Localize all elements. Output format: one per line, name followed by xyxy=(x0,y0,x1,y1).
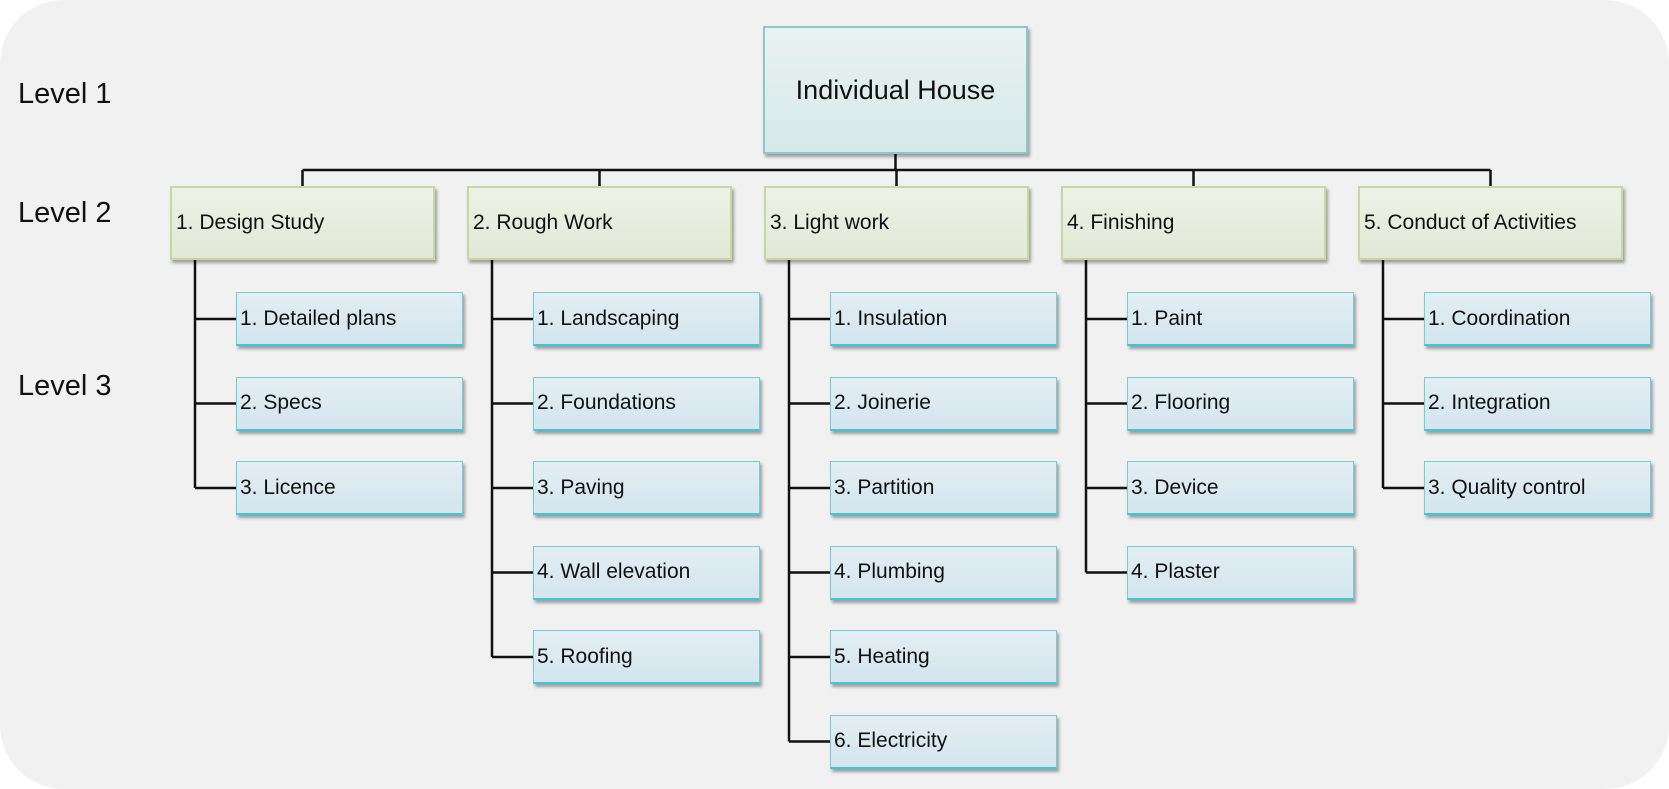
level3-node: 5. Roofing xyxy=(533,630,760,684)
level3-node: 4. Wall elevation xyxy=(533,545,760,600)
level3-node: 3. Device xyxy=(1127,461,1354,515)
level2-node: 2. Rough Work xyxy=(467,186,732,260)
level3-node: 2. Integration xyxy=(1424,376,1651,431)
level2-node: 5. Conduct of Activities xyxy=(1358,186,1623,260)
level3-node: 3. Licence xyxy=(236,461,463,515)
level3-node: 2. Joinerie xyxy=(830,376,1057,431)
level3-node: 3. Quality control xyxy=(1424,461,1651,515)
level3-node: 5. Heating xyxy=(830,630,1057,684)
level3-node: 2. Foundations xyxy=(533,376,760,431)
level3-node: 4. Plumbing xyxy=(830,545,1057,600)
level3-node: 4. Plaster xyxy=(1127,545,1354,600)
level3-node: 3. Partition xyxy=(830,461,1057,515)
level3-node: 6. Electricity xyxy=(830,714,1057,769)
level3-node: 1. Landscaping xyxy=(533,292,760,346)
level3-node: 1. Coordination xyxy=(1424,292,1651,346)
level3-node: 1. Detailed plans xyxy=(236,292,463,346)
level3-node: 3. Paving xyxy=(533,461,760,515)
level2-node: 4. Finishing xyxy=(1061,186,1326,260)
level-1-label: Level 1 xyxy=(18,78,112,110)
level3-node: 2. Specs xyxy=(236,376,463,431)
level3-node: 1. Insulation xyxy=(830,292,1057,346)
level-2-label: Level 2 xyxy=(18,197,112,229)
root-node: Individual House xyxy=(763,26,1028,154)
level3-node: 2. Flooring xyxy=(1127,376,1354,431)
level3-node: 1. Paint xyxy=(1127,292,1354,346)
level-3-label: Level 3 xyxy=(18,370,112,402)
level2-node: 3. Light work xyxy=(764,186,1029,260)
level2-node: 1. Design Study xyxy=(170,186,435,260)
